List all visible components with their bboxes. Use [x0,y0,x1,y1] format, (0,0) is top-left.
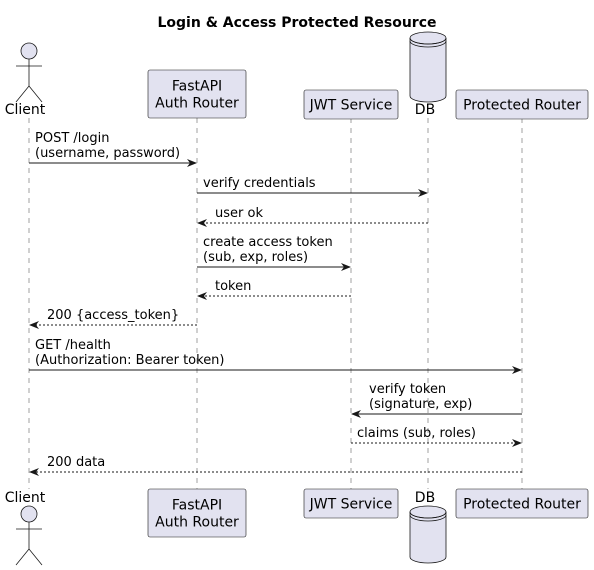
participant-protected-top: Protected Router [455,89,589,120]
message-label: (Authorization: Bearer token) [35,353,225,368]
participant-jwt-bottom: JWT Service [303,488,399,519]
participant-label: JWT Service [309,98,393,114]
database-icon [409,31,447,103]
message-label: GET /health [35,338,111,353]
message-label: (sub, exp, roles) [203,250,308,265]
message-10: 200 data [29,455,522,476]
message-1: POST /login(username, password) [29,131,197,167]
message-label: (signature, exp) [369,397,472,412]
message-2: verify credentials [197,176,428,197]
participant-db-top: DB [409,31,447,118]
message-label: POST /login [35,131,109,146]
participant-label: Client [5,102,46,118]
participant-label: FastAPI [172,498,222,514]
participant-label: JWT Service [309,497,393,513]
message-8: verify token(signature, exp) [351,382,522,418]
message-label: 200 data [47,455,105,470]
message-label: (username, password) [35,146,180,161]
message-9: claims (sub, roles) [351,426,522,447]
participant-jwt-top: JWT Service [303,89,399,120]
participant-protected-bottom: Protected Router [455,488,589,519]
database-icon [409,505,447,564]
message-label: create access token [203,235,333,250]
message-5: token [197,279,351,300]
participant-label: Client [5,490,46,506]
participant-db-bottom: DB [409,490,447,564]
participant-client-bottom: Client [5,490,46,566]
message-label: verify credentials [203,176,316,191]
participant-label: FastAPI [172,79,222,95]
participant-label: Auth Router [155,96,239,112]
message-7: GET /health(Authorization: Bearer token) [29,338,522,374]
message-label: user ok [215,206,263,221]
message-label: verify token [369,382,446,397]
actor-icon [15,505,43,566]
participant-label: DB [415,102,435,118]
message-label: token [215,279,251,294]
participant-label: Protected Router [463,98,581,114]
message-label: 200 {access_token} [47,308,179,323]
message-4: create access token(sub, exp, roles) [197,235,351,271]
message-3: user ok [197,206,428,227]
actor-icon [15,42,43,103]
message-label: claims (sub, roles) [357,426,476,441]
diagram-title: Login & Access Protected Resource [158,15,437,31]
participant-label: Protected Router [463,497,581,513]
participant-client-top: Client [5,42,46,118]
message-6: 200 {access_token} [29,308,197,329]
participant-label: Auth Router [155,515,239,531]
participant-label: DB [415,490,435,506]
